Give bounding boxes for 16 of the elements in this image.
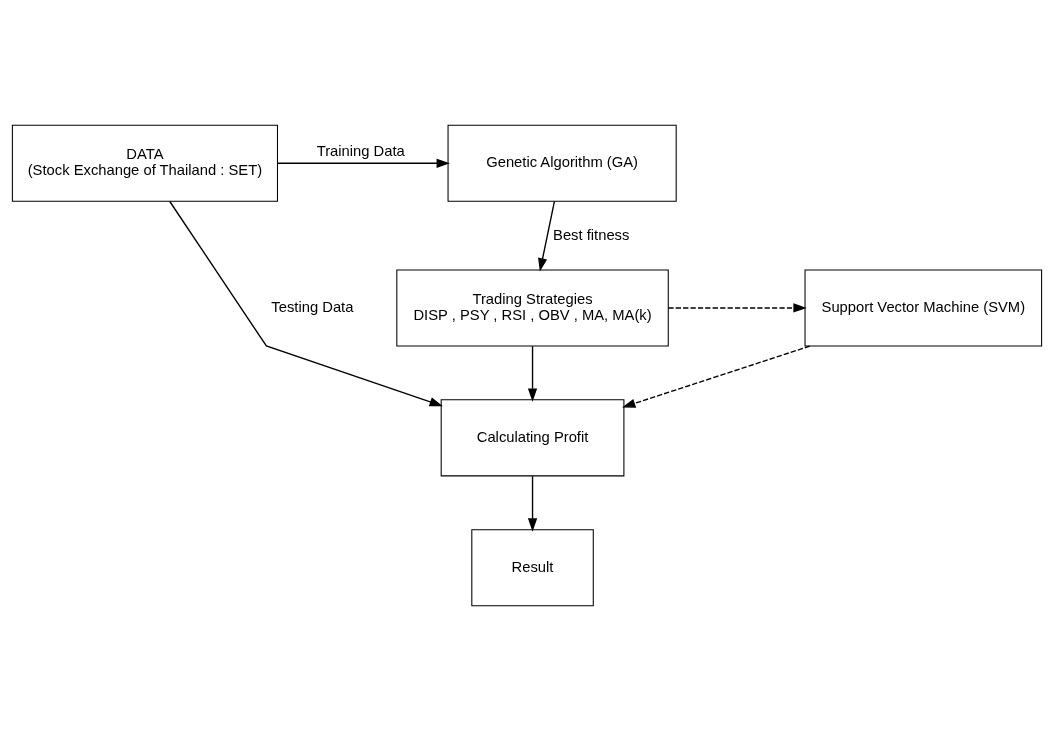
edge-label: Training Data [316,142,405,159]
node-box: DATA (Stock Exchange of Thailand : SET) [11,124,278,202]
node-box: Support Vector Machine (SVM) [804,268,1043,346]
node-box: Trading Strategies DISP , PSY , RSI , OBV , MA, MA(k) [396,268,669,346]
arrow [622,344,811,408]
arrow [169,200,443,406]
arrow [527,345,538,402]
arrow [538,200,556,271]
edge-label: Best fitness [553,226,630,242]
node-box: Result [471,528,594,606]
node-box: Calculating Profit [440,398,625,476]
arrow [527,475,538,532]
edge-label: Testing Data [271,298,354,315]
arrow [667,302,807,313]
arrow [276,158,450,168]
node-box: Genetic Algorithm (GA) [447,124,677,202]
